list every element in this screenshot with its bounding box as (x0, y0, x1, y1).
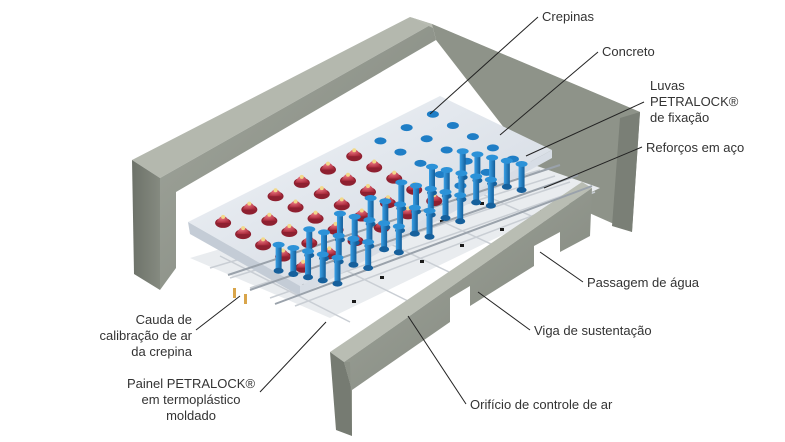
blue-sleeve-stem-icon (272, 241, 285, 274)
blue-sleeve-icon (440, 146, 453, 154)
red-strainer-icon (235, 226, 252, 240)
label-concreto: Concreto (602, 44, 655, 59)
red-strainer-icon (333, 197, 350, 211)
blue-sleeve-icon (414, 159, 427, 167)
blue-sleeve-icon (486, 144, 499, 152)
leader-luvas (525, 101, 645, 157)
red-strainer-icon (366, 159, 383, 173)
leader-lines (195, 16, 645, 405)
nozzle-array (215, 110, 528, 287)
label-cauda-line-1: Cauda de (135, 312, 192, 327)
leader-crepinas (429, 16, 539, 115)
red-strainer-icon (293, 174, 310, 188)
blue-sleeve-stem-icon (347, 235, 360, 268)
blue-sleeve-icon (446, 121, 459, 129)
leader-reforcos (543, 146, 643, 189)
leader-concreto (499, 51, 599, 136)
red-strainer-icon (360, 184, 376, 197)
red-strainer-icon (241, 201, 258, 215)
blue-sleeve-stem-icon (423, 207, 436, 240)
label-crepinas: Crepinas (542, 9, 595, 24)
red-strainer-icon (313, 186, 330, 200)
blue-sleeve-icon (374, 137, 387, 145)
red-strainer-icon (340, 172, 356, 186)
red-strainer-icon (215, 214, 232, 228)
blue-sleeve-stem-icon (362, 239, 375, 271)
leader-cauda (195, 295, 241, 331)
label-reforcos: Reforços em aço (646, 140, 745, 155)
red-strainer-icon (320, 161, 336, 175)
label-orificio: Orifício de controle de ar (470, 397, 613, 412)
blue-sleeve-stem-icon (439, 189, 452, 221)
label-painel-line-1: Painel PETRALOCK® (126, 376, 256, 391)
label-painel-line-2: em termoplástico (141, 392, 241, 407)
blue-sleeve-stem-icon (331, 254, 344, 287)
label-viga: Viga de sustentação (534, 323, 652, 338)
label-cauda-line-2: calibração de ar (99, 328, 193, 343)
label-cauda: Cauda de calibração de ar da crepina (82, 312, 193, 360)
leader-orificio (407, 315, 467, 405)
blue-sleeve-icon (466, 133, 479, 141)
label-painel: Painel PETRALOCK® em termoplástico molda… (126, 376, 256, 424)
label-painel-line-3: moldado (166, 408, 216, 423)
blue-sleeve-stem-icon (378, 220, 391, 253)
label-luvas-line-2: PETRALOCK® (650, 94, 739, 109)
red-strainer-icon (307, 210, 324, 224)
blue-sleeve-stem-icon (500, 157, 513, 190)
blue-sleeve-stem-icon (408, 204, 421, 237)
support-beam (330, 182, 592, 436)
concrete-walls (132, 17, 640, 290)
blue-sleeve-stem-icon (316, 251, 329, 284)
blue-sleeve-icon (400, 124, 413, 132)
red-strainer-icon (287, 199, 304, 213)
label-luvas: Luvas PETRALOCK® de fixação (650, 78, 738, 126)
leader-viga (477, 291, 531, 331)
red-strainer-icon (255, 237, 272, 251)
blue-sleeve-icon (420, 135, 433, 143)
blue-sleeve-stem-icon (302, 248, 315, 281)
red-strainer-icon (281, 224, 298, 237)
air-calibration-tails (233, 288, 247, 304)
blue-sleeve-stem-icon (484, 176, 497, 209)
leader-passagem (539, 251, 584, 283)
blue-sleeve-stem-icon (287, 245, 300, 277)
blue-sleeve-stem-icon (515, 161, 528, 193)
label-cauda-line-3: da crepina (131, 344, 192, 359)
red-strainer-icon (261, 212, 278, 226)
red-strainer-icon (267, 188, 284, 202)
red-strainer-icon (346, 148, 363, 162)
blue-sleeve-icon (394, 148, 407, 156)
blue-sleeve-stem-icon (392, 223, 405, 256)
leader-painel (259, 321, 327, 393)
label-luvas-line-3: de fixação (650, 110, 710, 125)
blue-sleeve-stem-icon (454, 192, 467, 225)
blue-sleeve-icon (426, 110, 439, 118)
label-passagem: Passagem de água (587, 275, 700, 290)
blue-sleeve-stem-icon (470, 173, 483, 206)
blue-sleeve-icon (434, 171, 447, 179)
label-luvas-line-1: Luvas (650, 78, 685, 93)
